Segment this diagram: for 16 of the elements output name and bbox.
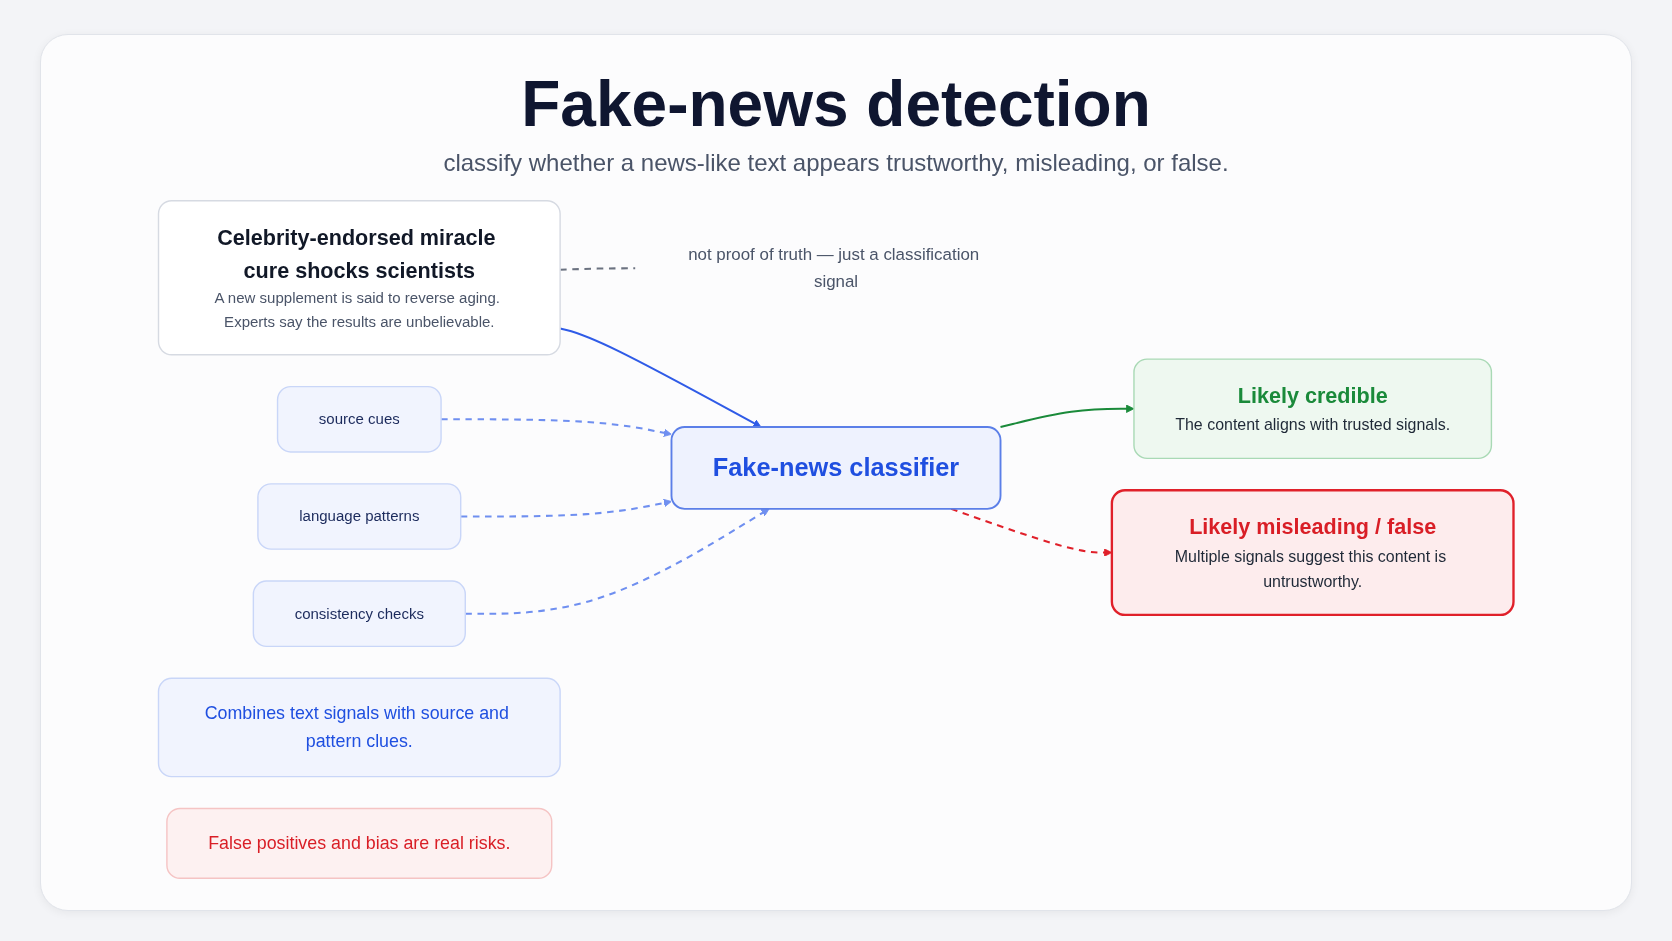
subtitle: classify whether a news-like text appears trustworthy, misleading, or false. [443, 149, 1229, 178]
node-box [157, 200, 561, 356]
dashed-arrow [441, 418, 672, 438]
node-box [1133, 358, 1493, 460]
connector-line [560, 267, 636, 272]
dashed-arrow [460, 499, 672, 518]
title: Fake-news detection [521, 69, 1151, 140]
node-text: not proof of truth — just a classification signal [688, 245, 980, 292]
node-box [252, 580, 466, 648]
dashed-arrow [465, 508, 770, 615]
node-box [166, 808, 553, 880]
node-box [670, 426, 1002, 510]
node-box [157, 677, 561, 778]
node-box [276, 386, 442, 453]
node-box [1110, 489, 1515, 617]
node-box [257, 483, 462, 551]
